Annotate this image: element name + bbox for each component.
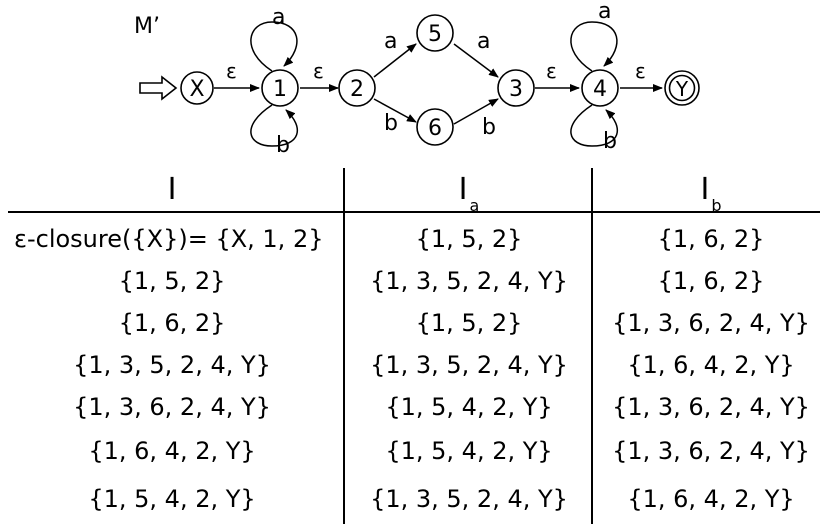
cell-I: {1, 5, 4, 2, Y} — [88, 485, 256, 513]
state-4: 4 — [581, 69, 619, 107]
label-4-4-a: a — [598, 0, 611, 24]
label-2-6: b — [384, 111, 398, 136]
cell-Ib: {1, 6, 4, 2, Y} — [627, 485, 795, 513]
table-row: {1, 3, 5, 2, 4, Y} {1, 3, 5, 2, 4, Y} {1… — [0, 344, 828, 386]
state-5: 5 — [416, 14, 454, 52]
label-2-5: a — [384, 29, 397, 54]
label-3-4: ε — [546, 59, 557, 83]
cell-Ia: {1, 5, 4, 2, Y} — [385, 437, 553, 465]
cell-Ia: {1, 5, 2} — [415, 309, 523, 337]
cell-Ib: {1, 3, 6, 2, 4, Y} — [612, 393, 810, 421]
header-divider — [8, 211, 820, 213]
state-2: 2 — [338, 69, 376, 107]
state-label: Y — [675, 77, 689, 101]
automaton-name: M’ — [134, 14, 160, 39]
table-row: {1, 6, 2} {1, 5, 2} {1, 3, 6, 2, 4, Y} — [0, 302, 828, 344]
state-6: 6 — [416, 108, 454, 146]
loop-1-b — [250, 104, 298, 147]
table-row: {1, 5, 4, 2, Y} {1, 3, 5, 2, 4, Y} {1, 6… — [0, 478, 828, 520]
edge-5-3 — [453, 43, 499, 78]
column-divider — [343, 168, 345, 524]
cell-Ia: {1, 3, 5, 2, 4, Y} — [370, 267, 568, 295]
state-label: 5 — [428, 22, 442, 47]
cell-I: ε-closure({X})= {X, 1, 2} — [14, 225, 324, 253]
start-arrow — [139, 75, 178, 101]
header-I: I — [0, 172, 344, 208]
state-label: 2 — [350, 77, 364, 102]
state-label: 6 — [428, 116, 442, 141]
loop-4-b — [570, 104, 618, 147]
cell-I: {1, 3, 5, 2, 4, Y} — [73, 351, 271, 379]
edge-2-5 — [373, 43, 417, 78]
state-X: X — [180, 71, 214, 105]
state-label: 1 — [273, 77, 287, 102]
cell-Ia: {1, 3, 5, 2, 4, Y} — [370, 351, 568, 379]
edge-6-3 — [453, 98, 499, 125]
table-row: {1, 5, 2} {1, 3, 5, 2, 4, Y} {1, 6, 2} — [0, 260, 828, 302]
header-Ib-sub: b — [711, 196, 722, 215]
table-row: {1, 6, 4, 2, Y} {1, 5, 4, 2, Y} {1, 3, 6… — [0, 430, 828, 472]
edge-2-6 — [373, 98, 417, 123]
table-row: {1, 3, 6, 2, 4, Y} {1, 5, 4, 2, Y} {1, 3… — [0, 386, 828, 428]
cell-Ia: {1, 3, 5, 2, 4, Y} — [370, 485, 568, 513]
state-Y-final: Y — [664, 70, 700, 106]
state-label: 4 — [593, 77, 607, 102]
column-divider — [591, 168, 593, 524]
cell-Ib: {1, 3, 6, 2, 4, Y} — [612, 309, 810, 337]
header-Ia-sub: a — [469, 196, 480, 215]
cell-I: {1, 6, 4, 2, Y} — [88, 437, 256, 465]
cell-I: {1, 3, 6, 2, 4, Y} — [73, 393, 271, 421]
loop-1-a — [250, 21, 298, 72]
cell-Ib: {1, 3, 6, 2, 4, Y} — [612, 437, 810, 465]
label-4-4-b: b — [603, 129, 617, 154]
cell-Ia: {1, 5, 2} — [415, 225, 523, 253]
cell-Ia: {1, 5, 4, 2, Y} — [385, 393, 553, 421]
label-6-3: b — [482, 115, 496, 140]
label-1-1-a: a — [272, 5, 285, 30]
label-1-1-b: b — [276, 133, 290, 158]
header-Ib-main: I — [700, 172, 710, 207]
state-3: 3 — [497, 69, 535, 107]
cell-Ib: {1, 6, 2} — [657, 267, 765, 295]
header-Ia-main: I — [458, 172, 468, 207]
label-1-2: ε — [313, 59, 324, 83]
table-row: ε-closure({X})= {X, 1, 2} {1, 5, 2} {1, … — [0, 218, 828, 260]
state-1: 1 — [261, 69, 299, 107]
cell-Ib: {1, 6, 4, 2, Y} — [627, 351, 795, 379]
automaton-diagram: M’ ε a b ε a a b b ε a b ε X 1 2 5 6 — [134, 0, 700, 158]
state-label: X — [189, 77, 204, 102]
loop-4-a — [570, 21, 618, 72]
label-5-3: a — [477, 29, 490, 54]
label-4-Y: ε — [635, 59, 646, 83]
cell-Ib: {1, 6, 2} — [657, 225, 765, 253]
label-X-1: ε — [226, 59, 237, 83]
state-label: 3 — [509, 77, 523, 102]
header-I-text: I — [167, 172, 177, 207]
cell-I: {1, 6, 2} — [118, 309, 226, 337]
cell-I: {1, 5, 2} — [118, 267, 226, 295]
